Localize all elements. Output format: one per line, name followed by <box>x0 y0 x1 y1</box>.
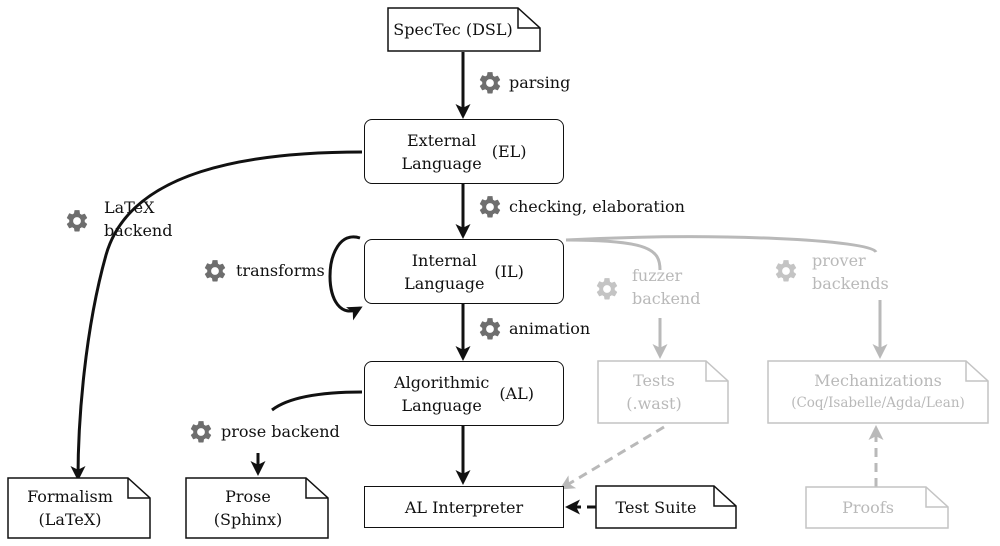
node-tests-line2: (.wast) <box>626 394 682 413</box>
node-test-suite-label: Test Suite <box>615 497 697 517</box>
label-fuzzer-backend-line1: fuzzer <box>632 266 683 285</box>
label-latex-backend: LaTeX backend <box>104 196 172 242</box>
node-spectec-label: SpecTec (DSL) <box>393 20 513 39</box>
node-tests-line1: Tests <box>633 371 675 390</box>
label-latex-backend-line1: LaTeX <box>104 198 155 217</box>
node-mechanizations-line1: Mechanizations <box>814 371 942 390</box>
label-fuzzer-backend: fuzzer backend <box>632 264 700 310</box>
node-mechanizations: Mechanizations (Coq/Isabelle/Agda/Lean) <box>768 361 988 423</box>
node-al-interpreter: AL Interpreter <box>364 486 564 528</box>
gear-icon-parsing <box>479 72 501 94</box>
node-spectec: SpecTec (DSL) <box>388 8 518 51</box>
node-algorithmic-language: Algorithmic Language (AL) <box>364 361 564 426</box>
node-formalism-line1: Formalism <box>27 487 113 506</box>
gear-icon-latex <box>66 210 88 232</box>
label-fuzzer-backend-line2: backend <box>632 289 701 308</box>
edge-il-fuzzer <box>565 238 662 271</box>
label-transforms: transforms <box>236 261 325 280</box>
doc-shape-tests <box>597 360 729 424</box>
node-proofs-label: Proofs <box>842 498 894 517</box>
doc-shape-proofs <box>805 486 949 529</box>
label-parsing: parsing <box>509 73 571 92</box>
doc-shape-mechanizations <box>767 360 989 424</box>
edge-el-formalism <box>70 150 363 481</box>
node-prose-line1: Prose <box>225 487 271 506</box>
node-prose-line2: (Sphinx) <box>213 510 283 529</box>
gear-icon-prover <box>775 260 797 282</box>
edge-il-prover <box>565 235 878 254</box>
doc-shape-prose <box>185 477 329 539</box>
label-prover-backends-line1: prover <box>812 251 866 270</box>
label-checking-elaboration: checking, elaboration <box>509 197 685 216</box>
doc-shape-test-suite <box>595 485 737 529</box>
gear-icon-checking <box>479 196 501 218</box>
node-test-suite: Test Suite <box>596 486 716 528</box>
edge-tests-interpreter <box>559 425 665 490</box>
gear-icon-animation <box>479 318 501 340</box>
label-prover-backends-line2: backends <box>812 274 889 293</box>
node-formalism: Formalism (LaTeX) <box>8 478 132 538</box>
node-al-interpreter-label: AL Interpreter <box>404 497 524 517</box>
doc-shape-spectec <box>387 7 541 52</box>
node-al-line1: Algorithmic <box>394 372 490 392</box>
node-al-abbr: (AL) <box>499 384 534 403</box>
edge-il-self-loop <box>328 235 363 321</box>
node-internal-language: Internal Language (IL) <box>364 239 564 304</box>
node-formalism-line2: (LaTeX) <box>38 510 102 529</box>
node-mechanizations-line2: (Coq/Isabelle/Agda/Lean) <box>791 395 965 411</box>
label-prose-backend: prose backend <box>221 422 340 441</box>
node-il-line2: Language <box>404 273 485 293</box>
node-tests: Tests (.wast) <box>598 361 710 423</box>
node-prose: Prose (Sphinx) <box>186 478 310 538</box>
gear-icon-prose <box>190 421 212 443</box>
node-proofs: Proofs <box>806 487 930 528</box>
node-il-line1: Internal <box>411 250 477 270</box>
doc-shape-formalism <box>7 477 151 539</box>
node-il-abbr: (IL) <box>494 262 524 281</box>
label-animation: animation <box>509 319 591 338</box>
gear-icon-fuzzer <box>596 278 618 300</box>
node-el-line1: External <box>406 130 477 150</box>
node-el-line2: Language <box>401 153 482 173</box>
gear-icon-transforms <box>204 260 226 282</box>
label-prover-backends: prover backends <box>812 249 889 295</box>
label-latex-backend-line2: backend <box>104 221 173 240</box>
node-el-abbr: (EL) <box>491 142 527 161</box>
node-external-language: External Language (EL) <box>364 119 564 184</box>
node-al-line2: Language <box>401 395 482 415</box>
edge-al-prose <box>271 390 363 412</box>
